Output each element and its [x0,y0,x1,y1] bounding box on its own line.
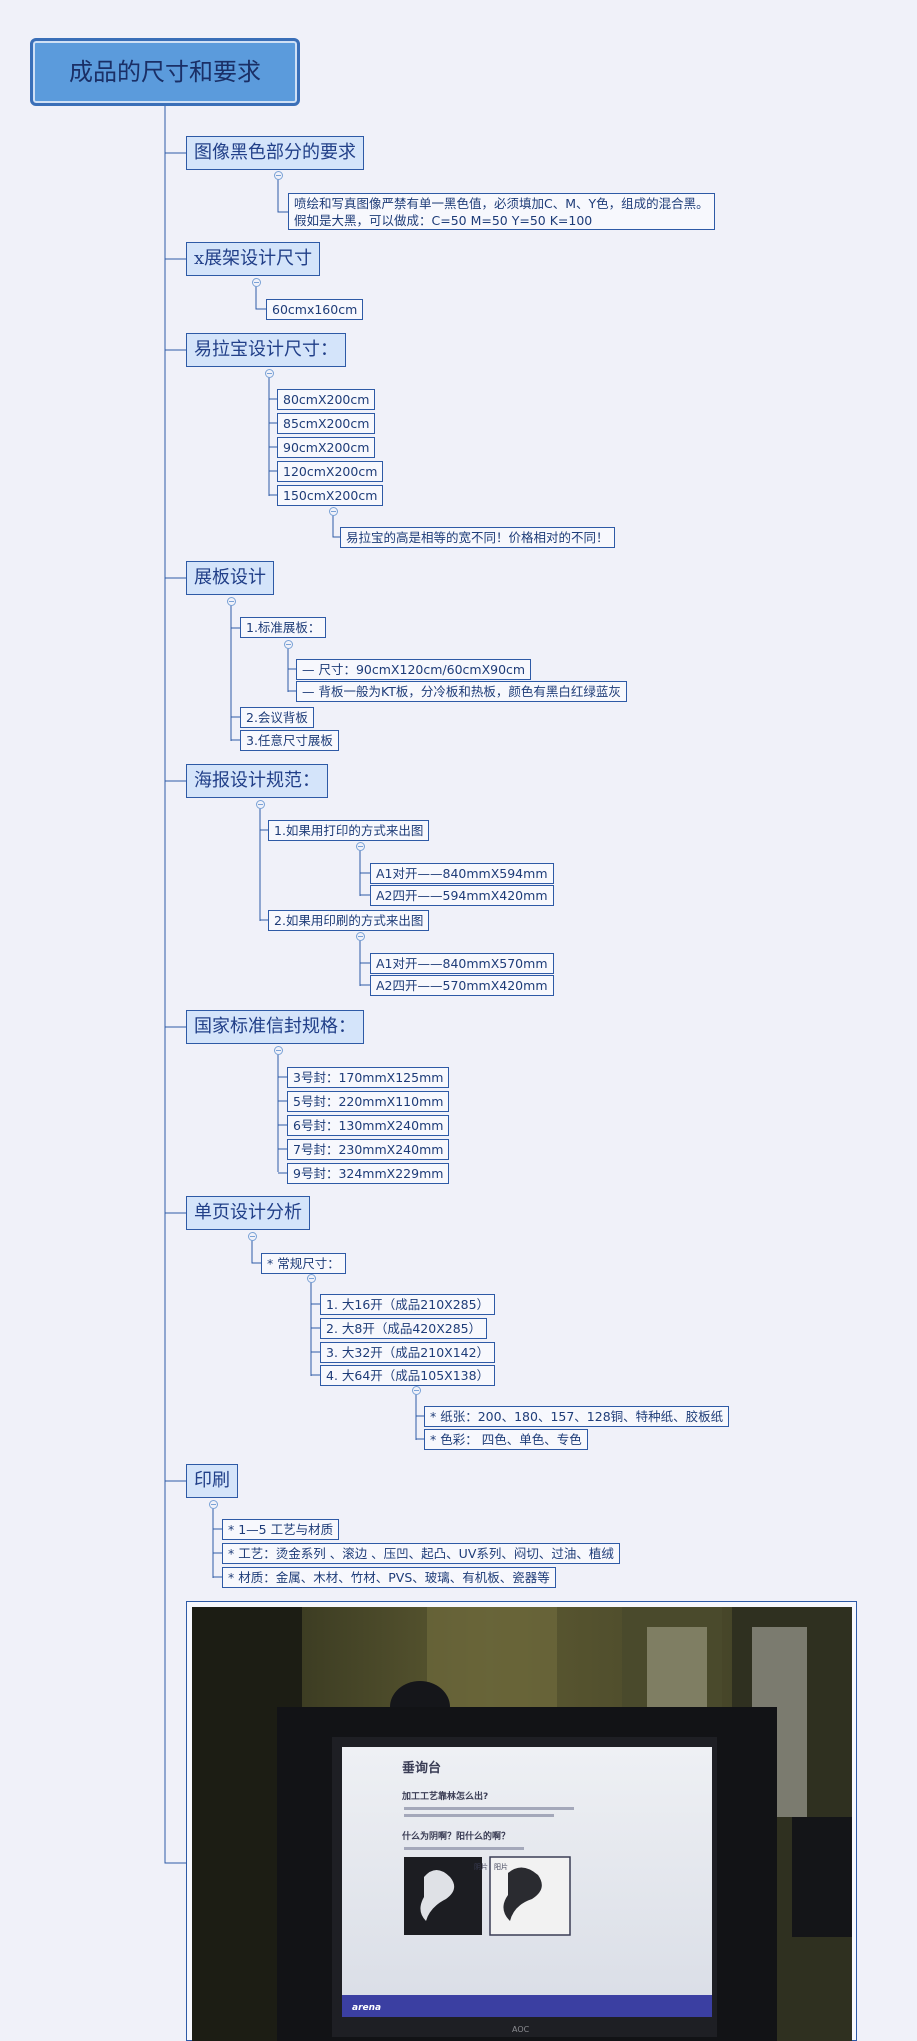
photo-monitor: 垂询台 加工工艺靠林怎么出? 什么为阴啊？阳什么的啊？ 阴片 阳片 arena … [192,1607,852,2041]
rollup-note[interactable]: 易拉宝的高是相等的宽不同！价格相对的不同！ [340,527,615,548]
poster-item-press[interactable]: 2.如果用印刷的方式来出图 [268,910,430,931]
board-sub-size[interactable]: — 尺寸：90cmX120cm/60cmX90cm [296,659,532,680]
collapse-icon[interactable] [248,1232,257,1241]
note-line-1: 喷绘和写真图像严禁有单一黑色值，必须填加C、M、Y色，组成的混合黑。 [294,196,709,211]
topic-poster-spec[interactable]: 海报设计规范： [186,764,328,798]
rollup-size-item[interactable]: 80cmX200cm [277,389,376,410]
rollup-size-item[interactable]: 85cmX200cm [277,413,376,434]
envelope-size-item[interactable]: 9号封：324mmX229mm [287,1163,450,1184]
flyer-color[interactable]: * 色彩： 四色、单色、专色 [424,1429,588,1450]
printing-item-craft[interactable]: * 工艺：烫金系列 、滚边 、压凹、起凸、UV系列、闷切、过油、植绒 [222,1543,620,1564]
topic-printing[interactable]: 印刷 [186,1464,238,1498]
collapse-icon[interactable] [265,369,274,378]
poster-press-size[interactable]: A2四开——570mmX420mm [370,975,554,996]
flyer-size-item[interactable]: 4. 大64开（成品105X138） [320,1365,496,1386]
envelope-size-item[interactable]: 7号封：230mmX240mm [287,1139,450,1160]
collapse-icon[interactable] [274,171,283,180]
topic-x-stand-size[interactable]: x展架设计尺寸 [186,242,321,276]
collapse-icon[interactable] [284,640,293,649]
photo-illustration: 垂询台 加工工艺靠林怎么出? 什么为阴啊？阳什么的啊？ 阴片 阳片 arena … [192,1607,852,2041]
note-black-requirements[interactable]: 喷绘和写真图像严禁有单一黑色值，必须填加C、M、Y色，组成的混合黑。 假如是大黑… [288,193,715,230]
rollup-size-item[interactable]: 120cmX200cm [277,461,384,482]
poster-item-print[interactable]: 1.如果用打印的方式来出图 [268,820,430,841]
board-item-custom[interactable]: 3.任意尺寸展板 [240,730,339,751]
poster-print-size[interactable]: A1对开——840mmX594mm [370,863,554,884]
board-sub-material[interactable]: — 背板一般为KT板，分冷板和热板，颜色有黑白红绿蓝灰 [296,681,627,702]
slide-heading-1: 加工工艺靠林怎么出? [401,1790,488,1802]
printing-item[interactable]: * 1—5 工艺与材质 [222,1519,340,1540]
printing-item-material[interactable]: * 材质：金属、木材、竹材、PVS、玻璃、有机板、瓷器等 [222,1567,556,1588]
board-item-meeting[interactable]: 2.会议背板 [240,707,314,728]
collapse-icon[interactable] [227,597,236,606]
collapse-icon[interactable] [307,1274,316,1283]
note-line-2: 假如是大黑，可以做成：C=50 M=50 Y=50 K=100 [294,213,593,228]
topic-envelope-spec[interactable]: 国家标准信封规格： [186,1010,364,1044]
flyer-size-item[interactable]: 3. 大32开（成品210X142） [320,1342,496,1363]
envelope-size-item[interactable]: 3号封：170mmX125mm [287,1067,450,1088]
poster-press-size[interactable]: A1对开——840mmX570mm [370,953,554,974]
collapse-icon[interactable] [256,800,265,809]
flyer-item-common-size[interactable]: * 常规尺寸： [261,1253,346,1274]
collapse-icon[interactable] [412,1386,421,1395]
collapse-icon[interactable] [274,1046,283,1055]
image-label-yin: 阴片 [474,1862,488,1871]
slide-logo: arena [352,2003,381,2013]
envelope-size-item[interactable]: 5号封：220mmX110mm [287,1091,450,1112]
slide-title: 垂询台 [402,1760,441,1776]
topic-display-board[interactable]: 展板设计 [186,561,274,595]
root-topic[interactable]: 成品的尺寸和要求 [30,38,300,106]
topic-flyer-analysis[interactable]: 单页设计分析 [186,1196,310,1230]
collapse-icon[interactable] [252,278,261,287]
collapse-icon[interactable] [329,507,338,516]
topic-rollup-size[interactable]: 易拉宝设计尺寸： [186,333,346,367]
envelope-size-item[interactable]: 6号封：130mmX240mm [287,1115,450,1136]
topic-black-requirements[interactable]: 图像黑色部分的要求 [186,136,364,170]
flyer-paper[interactable]: * 纸张：200、180、157、128铜、特种纸、胶板纸 [424,1406,730,1427]
x-stand-size-item[interactable]: 60cmx160cm [266,299,364,320]
poster-print-size[interactable]: A2四开——594mmX420mm [370,885,554,906]
collapse-icon[interactable] [209,1500,218,1509]
rollup-size-item[interactable]: 90cmX200cm [277,437,376,458]
collapse-icon[interactable] [356,842,365,851]
flyer-size-item[interactable]: 1. 大16开（成品210X285） [320,1294,496,1315]
rollup-size-item[interactable]: 150cmX200cm [277,485,384,506]
collapse-icon[interactable] [356,932,365,941]
monitor-brand: AOC [512,2025,530,2034]
image-label-yang: 阳片 [494,1862,508,1871]
slide-heading-2: 什么为阴啊？阳什么的啊？ [402,1830,510,1842]
flyer-size-item[interactable]: 2. 大8开（成品420X285） [320,1318,488,1339]
board-item-standard[interactable]: 1.标准展板： [240,617,327,638]
